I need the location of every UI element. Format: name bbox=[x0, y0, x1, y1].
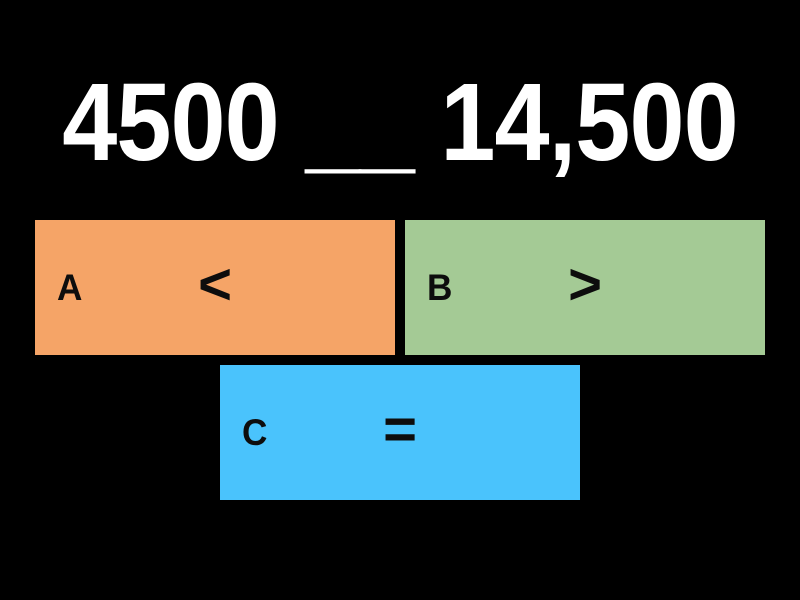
answer-option-a[interactable]: A < bbox=[35, 220, 395, 355]
answer-option-b[interactable]: B > bbox=[405, 220, 765, 355]
answer-option-b-label: B bbox=[427, 266, 453, 308]
answer-option-c[interactable]: C = bbox=[220, 365, 580, 500]
answer-option-c-text: = bbox=[383, 397, 417, 462]
answer-option-a-text: < bbox=[198, 252, 232, 317]
answer-option-c-label: C bbox=[242, 411, 268, 453]
answer-option-b-text: > bbox=[568, 252, 602, 317]
answer-option-a-label: A bbox=[57, 266, 83, 308]
question-title: 4500 __ 14,500 bbox=[62, 61, 738, 184]
